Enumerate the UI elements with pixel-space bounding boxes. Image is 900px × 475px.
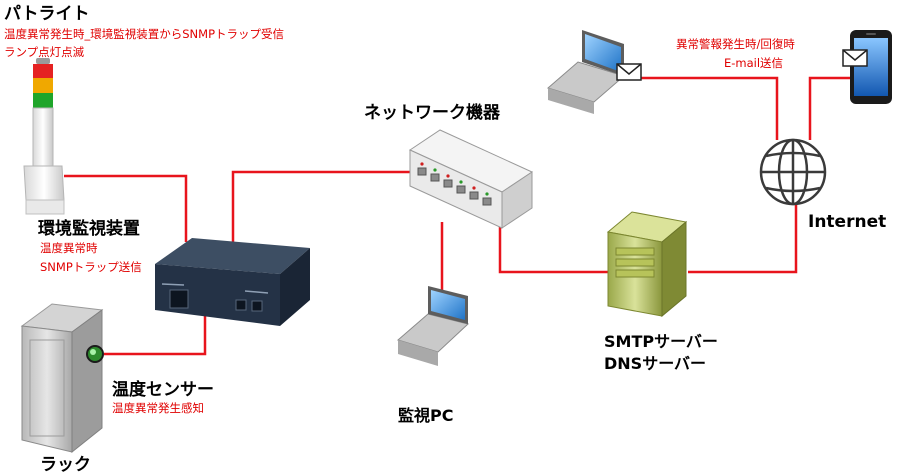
rack-icon	[20, 303, 104, 454]
link-monitor-switch	[231, 170, 412, 242]
switch-port	[482, 197, 492, 206]
switch-port	[443, 179, 453, 188]
switch-port-led	[485, 192, 489, 196]
switch-icon	[408, 129, 534, 229]
laptop-icon	[546, 30, 626, 114]
patlite-note-line1: 温度異常発生時_環境監視装置からSNMPトラップ受信	[4, 27, 285, 41]
patlite-note-line2: ランプ点灯点滅	[4, 45, 85, 59]
monitor-pc-title: 監視PC	[398, 406, 454, 425]
link-switch-server	[498, 222, 608, 274]
link-phone-internet	[808, 76, 852, 140]
switch-port	[469, 191, 479, 200]
laptop-icon	[396, 286, 470, 366]
connection-lines	[64, 76, 852, 356]
monitor-device-icon	[155, 238, 310, 326]
email-note-line1: 異常警報発生時/回復時	[676, 37, 795, 51]
smartphone-icon	[850, 30, 892, 104]
switch-port-led	[472, 186, 476, 190]
switch-port	[417, 167, 427, 176]
patlite-title: パトライト	[4, 4, 90, 24]
link-patlite-monitor	[64, 174, 188, 242]
rack-title: ラック	[40, 455, 91, 475]
patlite-icon	[23, 58, 65, 215]
monitor-device-note-line2: SNMPトラップ送信	[40, 260, 142, 274]
server-title-line1: SMTPサーバー	[604, 332, 718, 351]
switch-port-led	[446, 174, 450, 178]
globe-icon	[759, 138, 827, 206]
switch-port	[456, 185, 466, 194]
temp-sensor-note: 温度異常発生感知	[112, 401, 204, 415]
temp-sensor-icon	[86, 345, 104, 363]
switch-port-led	[420, 162, 424, 166]
monitor-device-title: 環境監視装置	[38, 219, 140, 239]
link-sensor-monitor	[104, 310, 207, 356]
link-server-internet	[688, 205, 798, 274]
email-note-line2: E-mail送信	[724, 56, 784, 70]
link-laptop-internet	[640, 76, 779, 140]
switch-port	[430, 173, 440, 182]
mail-icon	[842, 49, 868, 67]
network-device-title: ネットワーク機器	[364, 103, 500, 123]
server-icon	[606, 211, 688, 318]
mail-icon	[616, 63, 642, 81]
server-title-line2: DNSサーバー	[604, 354, 707, 373]
temp-sensor-title: 温度センサー	[112, 380, 214, 400]
switch-port-led	[433, 168, 437, 172]
internet-title: Internet	[808, 212, 887, 232]
monitor-device-note-line1: 温度異常時	[40, 241, 98, 255]
switch-port-led	[459, 180, 463, 184]
